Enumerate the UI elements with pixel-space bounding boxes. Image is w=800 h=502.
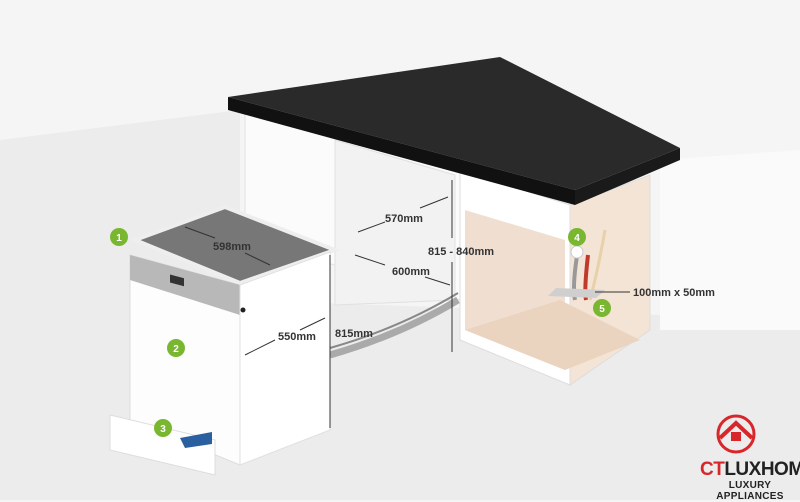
niche-height-label: 815 - 840mm [428,246,494,258]
svg-text:5: 5 [599,304,605,315]
logo-ct: CT [700,459,725,480]
marker-3: 3 [154,419,172,437]
drain-hose [329,297,460,359]
svg-text:1: 1 [116,233,122,244]
sink-cabinet-floor [465,300,640,370]
hose-opening [548,288,605,298]
logo-tagline: LUXURY APPLIANCES [716,480,784,502]
svg-text:3: 3 [160,424,166,435]
marker-1: 1 [110,228,128,246]
house-logo-icon [716,414,756,454]
marker-4: 4 [568,228,586,246]
opening-label: 100mm x 50mm [633,287,715,299]
countertop [228,57,680,190]
svg-text:2: 2 [173,344,179,355]
niche-width-label: 600mm [392,266,430,278]
top-width-label: 598mm [213,241,251,253]
control-panel [130,255,240,315]
logo-luxhome: LUXHOME [724,459,800,480]
dishwasher-top [129,204,341,286]
wall [660,150,800,330]
niche-depth-label: 570mm [385,213,423,225]
marker-5: 5 [593,299,611,317]
dishwasher-side [239,251,331,466]
height-label: 815mm [335,328,373,340]
depth-label: 550mm [278,331,316,343]
brand-logo: CTLUXHOME LUXURY APPLIANCES [700,460,800,502]
marker-2: 2 [167,339,185,357]
plinth [109,414,216,476]
svg-text:4: 4 [574,233,580,244]
